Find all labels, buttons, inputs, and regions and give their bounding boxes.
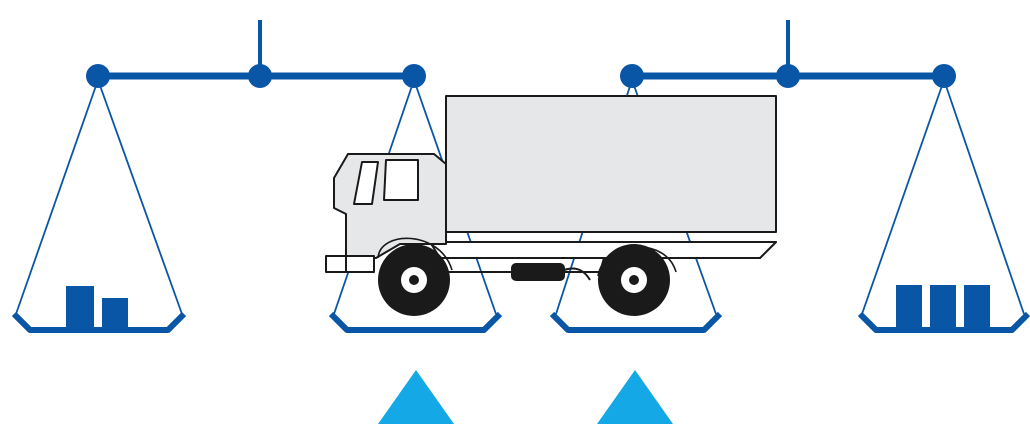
- left-pivot: [248, 64, 272, 88]
- right-beam-end-left: [620, 64, 644, 88]
- front-axle-triangle-icon: [378, 370, 454, 424]
- rear-wheel-icon: [598, 244, 670, 316]
- right-beam-end-right: [932, 64, 956, 88]
- right-weights-pan: [860, 80, 1028, 330]
- right-pivot: [776, 64, 800, 88]
- truck-cargo-box: [446, 96, 776, 232]
- left-weights-pan: [14, 80, 184, 330]
- weight-block-1: [896, 285, 922, 330]
- left-beam-end-left: [86, 64, 110, 88]
- front-wheel-icon: [378, 244, 450, 316]
- truck-front-window: [384, 160, 418, 200]
- left-beam-end-right: [402, 64, 426, 88]
- weight-block-3: [964, 285, 990, 330]
- weight-block-2: [930, 285, 956, 330]
- rear-axle-triangle-icon: [597, 370, 673, 424]
- truck-bumper: [326, 256, 374, 272]
- weight-block-tall: [66, 286, 94, 330]
- weight-block-short: [102, 298, 128, 330]
- truck-fuel-tank: [512, 264, 564, 280]
